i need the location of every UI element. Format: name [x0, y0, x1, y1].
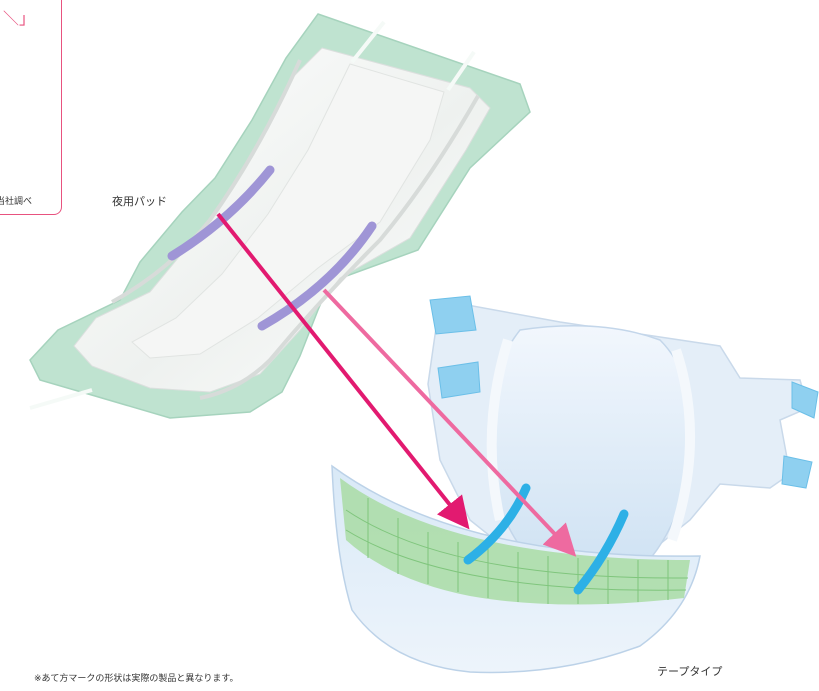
tape-type-diaper-illustration: [331, 295, 819, 674]
night-pad-label: 夜用パッド: [112, 195, 167, 208]
diaper-gather-left: [486, 338, 513, 522]
diaper-panel-grid: [345, 498, 689, 604]
night-pad-illustration: [29, 13, 531, 419]
pad-strip: [29, 388, 93, 410]
callout-note: 当社調べ: [0, 197, 33, 207]
diaper-inner-core: [487, 325, 693, 571]
pad-position-mark-right: [257, 221, 377, 331]
pad-side-gather-left: [111, 59, 302, 304]
pad-side-gather-right: [199, 95, 480, 400]
callout-bracket-text: ＼」: [3, 9, 36, 28]
footnote: ※あて方マークの形状は実際の製品と異なります。: [34, 674, 239, 684]
diaper-tape-tab: [429, 295, 477, 335]
diaper-tape-tab: [437, 361, 481, 399]
arrow-right-down-icon: [216, 212, 470, 530]
diaper-gather-right: [667, 348, 696, 542]
pad-strip: [446, 50, 476, 92]
diaper-tape-tab: [791, 381, 819, 419]
diaper-position-mark-left: [463, 483, 531, 565]
tape-type-label: テープタイプ: [657, 665, 723, 678]
pad-position-mark-left: [167, 165, 275, 261]
callout-box: ＼」: [0, 0, 62, 215]
diaper-tape-tab: [781, 455, 813, 489]
arrow-right-down-icon: [322, 288, 577, 557]
diaper-position-mark-right: [573, 509, 629, 595]
pad-center-channel: [131, 63, 445, 359]
pad-strip: [350, 20, 386, 64]
